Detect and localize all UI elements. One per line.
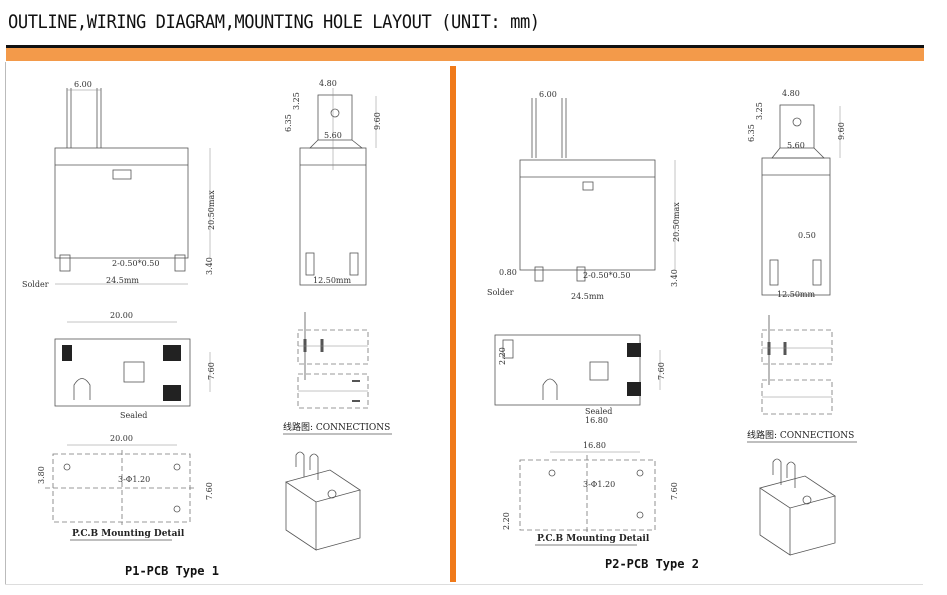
dim-tab-hole: 3.25 — [292, 92, 301, 110]
pcb-caption: P.C.B Mounting Detail — [537, 534, 650, 544]
end-view: 4.80 3.25 6.35 9.60 5.60 0.50 12.50mm — [747, 89, 846, 299]
dim-pcb-span: 16.80 — [583, 441, 606, 450]
dim-terminal-height: 9.60 — [373, 112, 382, 130]
dim-pin-gap: 0.50 — [798, 231, 816, 240]
dim-pin-size: 2-0.50*0.50 — [583, 271, 630, 280]
dim-bottom-span: 20.00 — [110, 311, 133, 320]
dim-body-height: 20.50max — [207, 190, 216, 230]
dim-terminal-height: 9.60 — [837, 122, 846, 140]
dim-bottom-offset: 2.20 — [498, 347, 507, 365]
page-title: OUTLINE,WIRING DIAGRAM,MOUNTING HOLE LAY… — [8, 11, 540, 33]
label-solder: Solder — [22, 280, 49, 289]
dim-pcb-pitch: 7.60 — [205, 482, 214, 500]
dim-pcb-holes: 3-Φ1.20 — [583, 480, 615, 489]
label-sealed: Sealed — [585, 407, 612, 416]
pcb-mounting-detail: 16.80 3-Φ1.20 7.60 2.20 P.C.B Mounting D… — [502, 441, 679, 546]
dim-pcb-pitch: 7.60 — [670, 482, 679, 500]
dim-body-length: 24.5mm — [106, 276, 139, 285]
side-view: 6.00 20.50max 2-0.50*0.50 3.40 0.80 Sold… — [487, 90, 681, 301]
dim-flange-width: 5.60 — [324, 131, 342, 140]
bottom-view: 2.20 7.60 Sealed 16.80 — [494, 334, 666, 425]
connections-diagram: 线路图: CONNECTIONS — [283, 312, 392, 435]
dim-pin-length: 3.40 — [205, 257, 214, 275]
pcb-mounting-detail: 20.00 3.80 3-Φ1.20 7.60 P.C.B Mounting D… — [37, 434, 214, 541]
dim-pcb-holes: 3-Φ1.20 — [118, 475, 150, 484]
dim-pin-size: 2-0.50*0.50 — [112, 259, 159, 268]
header-rule — [6, 45, 924, 48]
dim-tab-width: 4.80 — [319, 79, 337, 88]
dim-bottom-pitch: 7.60 — [207, 362, 216, 380]
bottom-view: 20.00 7.60 Sealed — [54, 311, 216, 420]
dim-pcb-offset: 2.20 — [502, 512, 511, 530]
dim-flange-width: 5.60 — [787, 141, 805, 150]
dim-pcb-span: 20.00 — [110, 434, 133, 443]
dim-body-height: 20.50max — [672, 202, 681, 242]
dim-tab-height: 6.35 — [284, 114, 293, 132]
pcb-caption: P.C.B Mounting Detail — [72, 529, 185, 539]
dim-bottom-span: 16.80 — [585, 416, 608, 425]
header-band — [6, 48, 924, 61]
dim-bottom-pitch: 7.60 — [657, 362, 666, 380]
dim-pin-offset: 0.80 — [499, 268, 517, 277]
type2-label: P2-PCB Type 2 — [605, 557, 699, 571]
connections-caption: 线路图: CONNECTIONS — [747, 429, 854, 441]
dim-tab-hole: 3.25 — [755, 102, 764, 120]
type1-drawing: 6.00 20.50max 2-0.50*0.50 3.40 Solder 24… — [22, 79, 392, 578]
relay-3d-view — [759, 458, 836, 556]
relay-3d-view — [285, 451, 361, 551]
dim-body-width: 12.50mm — [313, 276, 351, 285]
dim-body-width: 12.50mm — [777, 290, 815, 299]
connections-diagram: 线路图: CONNECTIONS — [747, 315, 857, 443]
side-view: 6.00 20.50max 2-0.50*0.50 3.40 Solder 24… — [22, 80, 216, 289]
label-sealed: Sealed — [120, 411, 147, 420]
label-solder: Solder — [487, 288, 514, 297]
dim-pin-length: 3.40 — [670, 269, 679, 287]
connections-caption: 线路图: CONNECTIONS — [283, 421, 390, 433]
dim-tab-width: 4.80 — [782, 89, 800, 98]
dim-tab-height: 6.35 — [747, 124, 756, 142]
panel-divider — [450, 66, 456, 582]
left-border — [5, 62, 6, 584]
dim-pin-pitch: 6.00 — [539, 90, 557, 99]
end-view: 4.80 3.25 6.35 9.60 5.60 12.50mm — [284, 79, 382, 286]
dim-pin-pitch: 6.00 — [74, 80, 92, 89]
bottom-border — [5, 584, 923, 585]
dim-body-length: 24.5mm — [571, 292, 604, 301]
dim-pcb-offset: 3.80 — [37, 466, 46, 484]
type1-label: P1-PCB Type 1 — [125, 564, 219, 578]
